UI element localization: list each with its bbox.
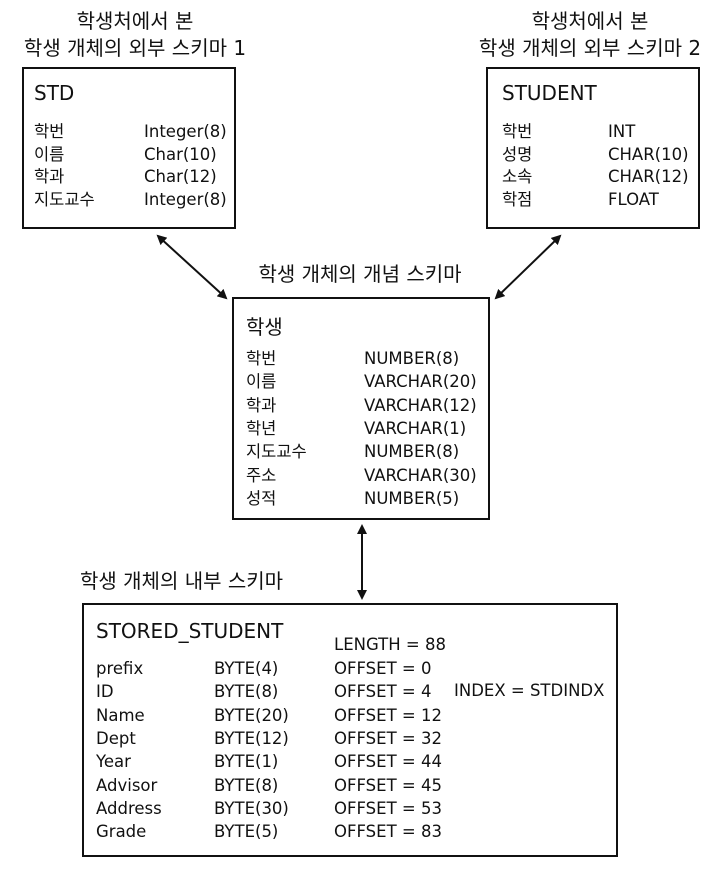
field-field: 주소 bbox=[246, 465, 277, 485]
field-field: 지도교수 bbox=[34, 189, 95, 209]
field-field: 학점 bbox=[502, 189, 533, 209]
field-field: Name bbox=[96, 705, 145, 725]
external-schema-2-caption-line1: 학생처에서 본 bbox=[531, 9, 649, 33]
field-type: VARCHAR(12) bbox=[364, 395, 477, 415]
field-type: CHAR(12) bbox=[608, 167, 689, 186]
arrow-external2-to-conceptual bbox=[494, 234, 562, 300]
field-offset: OFFSET = 53 bbox=[334, 798, 442, 818]
field-type: NUMBER(8) bbox=[364, 349, 460, 368]
field-offset: OFFSET = 32 bbox=[334, 728, 442, 748]
field-field: 학과 bbox=[246, 395, 277, 415]
field-type: NUMBER(8) bbox=[364, 442, 460, 462]
field-type: BYTE(12) bbox=[214, 728, 289, 748]
field-offset: OFFSET = 44 bbox=[334, 752, 442, 772]
field-type: CHAR(10) bbox=[608, 144, 689, 164]
field-type: VARCHAR(1) bbox=[364, 418, 467, 438]
field-offset: OFFSET = 45 bbox=[334, 775, 442, 795]
field-field: Advisor bbox=[96, 775, 158, 795]
field-field: 이름 bbox=[34, 144, 65, 164]
field-offset: OFFSET = 0 bbox=[334, 659, 432, 678]
external-schema-1-caption: 학생처에서 본 학생 개체의 외부 스키마 1 bbox=[0, 8, 270, 62]
field-type: BYTE(8) bbox=[214, 775, 279, 795]
field-type: Integer(8) bbox=[144, 122, 227, 141]
field-type: BYTE(30) bbox=[214, 798, 289, 818]
field-type: Char(12) bbox=[144, 167, 217, 186]
field-type: BYTE(8) bbox=[214, 682, 279, 702]
field-offset: OFFSET = 83 bbox=[334, 822, 442, 842]
index-label: INDEX = STDINDX bbox=[454, 681, 605, 700]
field-type: Char(10) bbox=[144, 144, 217, 164]
field-field: ID bbox=[96, 682, 114, 702]
field-field: 소속 bbox=[502, 167, 533, 186]
internal-schema-caption: 학생 개체의 내부 스키마 bbox=[80, 569, 284, 593]
field-type: BYTE(1) bbox=[214, 752, 279, 772]
field-field: 학번 bbox=[502, 122, 533, 141]
conceptual-schema-box: 학생 학번 NUMBER(8) 이름 VARCHAR(20) 학과 VARCHAR(12)… bbox=[232, 297, 490, 520]
external-schema-1-caption-line1: 학생처에서 본 bbox=[76, 9, 194, 33]
field-field: Grade bbox=[96, 822, 147, 842]
external-schema-1-title: STD bbox=[34, 81, 75, 105]
conceptual-schema-caption: 학생 개체의 개념 스키마 bbox=[258, 262, 462, 286]
external-schema-2-title: STUDENT bbox=[502, 81, 597, 105]
field-field: 학번 bbox=[34, 122, 65, 141]
record-length-label: LENGTH = 88 bbox=[334, 635, 446, 654]
field-type: BYTE(20) bbox=[214, 705, 289, 725]
field-type: VARCHAR(20) bbox=[364, 372, 477, 392]
field-field: Dept bbox=[96, 728, 136, 748]
field-offset: OFFSET = 12 bbox=[334, 705, 442, 725]
field-field: 학번 bbox=[246, 349, 277, 368]
field-type: VARCHAR(30) bbox=[364, 465, 477, 485]
external-schema-2-box: STUDENT 학번 INT 성명 CHAR(10) 소속 CHAR(12) 학점 FLOAT bbox=[486, 67, 700, 229]
field-field: 학과 bbox=[34, 167, 65, 186]
external-schema-1-caption-line2: 학생 개체의 외부 스키마 1 bbox=[23, 36, 247, 60]
field-field: 성명 bbox=[502, 144, 533, 164]
field-field: 지도교수 bbox=[246, 442, 307, 462]
field-type: INT bbox=[608, 122, 636, 141]
field-type: Integer(8) bbox=[144, 189, 227, 209]
internal-schema-title: STORED_STUDENT bbox=[96, 619, 284, 643]
field-field: prefix bbox=[96, 659, 144, 678]
arrow-external1-to-conceptual bbox=[156, 234, 228, 300]
field-field: Year bbox=[96, 752, 131, 772]
field-field: 성적 bbox=[246, 488, 277, 508]
field-type: NUMBER(5) bbox=[364, 488, 460, 508]
field-type: FLOAT bbox=[608, 189, 659, 209]
field-offset: OFFSET = 4 bbox=[334, 682, 432, 702]
field-type: BYTE(5) bbox=[214, 822, 279, 842]
external-schema-1-box: STD 학번 Integer(8) 이름 Char(10) 학과 Char(12) 지도교수… bbox=[22, 67, 236, 229]
conceptual-schema-title: 학생 bbox=[246, 315, 283, 339]
internal-schema-box: STORED_STUDENT LENGTH = 88 INDEX = STDIN… bbox=[82, 603, 618, 857]
external-schema-2-caption: 학생처에서 본 학생 개체의 외부 스키마 2 bbox=[460, 8, 720, 62]
external-schema-2-caption-line2: 학생 개체의 외부 스키마 2 bbox=[478, 36, 702, 60]
field-field: Address bbox=[96, 798, 162, 818]
field-field: 학년 bbox=[246, 418, 277, 438]
field-type: BYTE(4) bbox=[214, 659, 279, 678]
field-field: 이름 bbox=[246, 372, 277, 392]
